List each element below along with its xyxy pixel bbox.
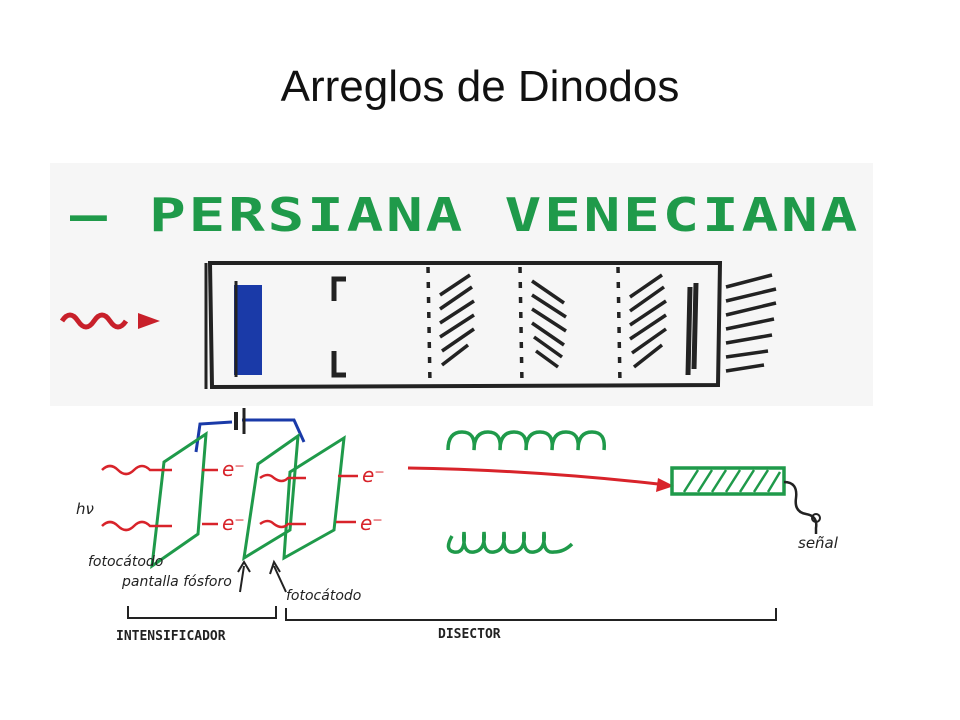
electron-label-4: e⁻ [360,511,383,535]
pantalla-fosforo-label: pantalla fósforo [121,574,232,590]
deflection-coil-bottom-icon [446,531,574,554]
photocathode-block [234,285,262,375]
anode-plate [685,282,699,376]
image-dissector-sketch: hν e⁻ e⁻ e⁻ e⁻ señal fotocátodo pantalla [72,406,873,647]
pointer-arrow-photocathode [269,559,287,593]
output-hatch [725,273,777,373]
photon-label: hν [76,500,94,518]
signal-wire [783,480,818,534]
fotocatodo-left-label: fotocátodo [88,554,163,570]
dynode-stage-3 [616,266,668,386]
signal-terminal [811,513,821,523]
phosphor-screen-plate [242,432,300,561]
disector-label: DISECTOR [438,627,501,642]
electron-label-3: e⁻ [362,463,385,487]
dynode-stage-1 [426,266,475,386]
tube-outline [204,261,723,390]
photocathode-plate-right [282,435,346,561]
electron-arrows [202,468,358,526]
venetian-blind-heading: — PERSIANA VENECIANA [70,188,860,242]
photon-waves-icon [101,464,306,532]
intensificador-label: INTENSIFICADOR [116,629,226,644]
dynode-stage-2 [518,266,567,386]
photocathode-plate-left [150,431,208,570]
pointer-arrow-phosphor [237,560,251,593]
incoming-light-wave-icon [59,312,160,330]
intensificador-bracket [127,606,277,619]
detector-block [670,466,786,496]
electron-label-1: e⁻ [222,457,245,481]
focus-electrode [331,276,346,378]
slide-title: Arreglos de Dinodos [280,62,680,111]
electron-label-2: e⁻ [222,511,245,535]
battery-circuit [194,408,306,453]
disector-bracket [285,608,777,621]
deflection-coil-top-icon [446,430,606,451]
electron-beam-arrow [407,466,674,492]
fotocatodo-right-label: fotocátodo [286,588,361,604]
signal-label: señal [798,534,839,552]
venetian-blind-sketch: — PERSIANA VENECIANA [50,163,873,406]
